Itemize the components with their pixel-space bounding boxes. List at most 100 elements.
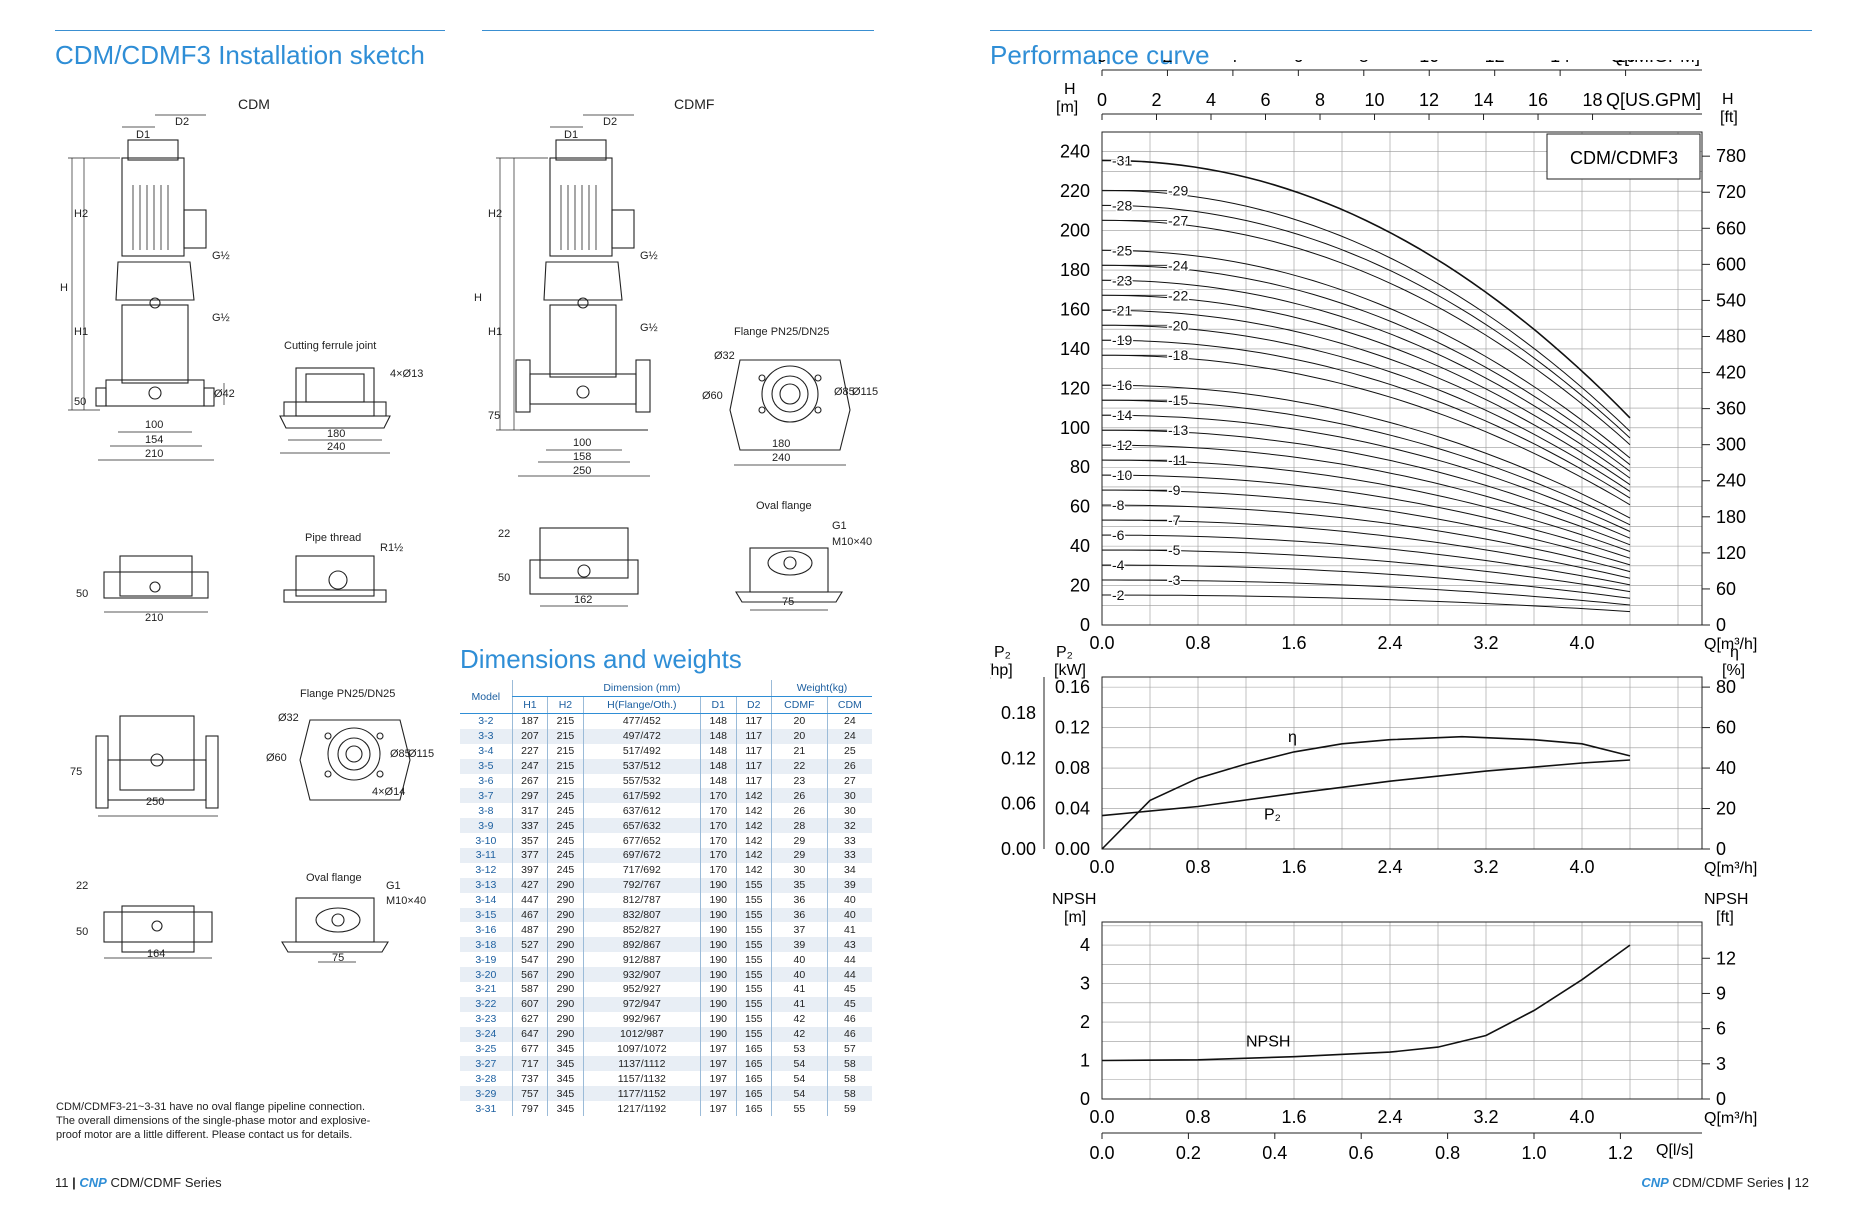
npsh-y-tick: 0 <box>1080 1089 1090 1109</box>
pe-hp-unit: [hp] <box>990 662 1013 679</box>
top-us-tick: 6 <box>1261 90 1271 110</box>
table-cell: 677/652 <box>582 833 701 849</box>
cdm-label: CDM <box>238 96 270 112</box>
cdmf-flange-top-view <box>729 359 851 466</box>
npsh-y-tick: 4 <box>1080 935 1090 955</box>
table-cell: 20 <box>771 728 828 744</box>
table-cell: 117 <box>735 728 772 744</box>
table-cell: 27 <box>826 773 872 789</box>
table-cell: 290 <box>547 922 584 938</box>
head-curve-label: -19 <box>1112 332 1132 348</box>
table-cell: 215 <box>547 743 584 759</box>
table-cell: 345 <box>547 1041 584 1057</box>
table-cell: 36 <box>771 892 828 908</box>
model-cell: 3-16 <box>475 923 497 936</box>
table-cell: 345 <box>547 1086 584 1102</box>
table-cell: 155 <box>735 937 772 953</box>
cdm-h2-label: H2 <box>74 208 89 220</box>
table-cell: 587 <box>511 982 548 997</box>
table-cell: 467 <box>511 907 548 923</box>
head-curve-label: -12 <box>1112 437 1132 453</box>
head-curve-stage <box>1102 549 1631 593</box>
table-cell: 34 <box>826 862 872 878</box>
table-cell: 117 <box>735 773 772 789</box>
table-cell: 57 <box>826 1041 872 1057</box>
table-cell: 427 <box>511 877 548 893</box>
table-cell: 35 <box>771 877 828 893</box>
table-cell: 290 <box>547 1011 584 1027</box>
head-yr-tick: 120 <box>1716 543 1746 563</box>
model-cell: 3-9 <box>460 818 513 834</box>
table-cell: 40 <box>771 967 828 983</box>
pipe-thread-r-label: R1½ <box>380 542 404 554</box>
head-yr-tick: 480 <box>1716 326 1746 346</box>
head-yr-tick: 300 <box>1716 435 1746 455</box>
pe-x-tick: 1.6 <box>1281 857 1306 877</box>
table-cell: 45 <box>826 982 872 997</box>
head-curve-stage <box>1102 489 1631 566</box>
table-cell: 165 <box>735 1071 772 1087</box>
npsh-y-tick: 3 <box>1080 974 1090 994</box>
model-cell: 3-19 <box>475 953 497 966</box>
head-curve-label: -29 <box>1168 182 1188 198</box>
table-cell: 165 <box>735 1101 772 1117</box>
th-cdm: CDM <box>826 696 872 714</box>
performance-curve-title: Performance curve <box>990 40 1210 70</box>
head-y-tick: 120 <box>1060 378 1090 398</box>
head-curve-label: -15 <box>1168 392 1188 408</box>
cdmf-oval-base-view <box>529 527 639 607</box>
cdmf-oval-m10-label: M10×40 <box>832 536 873 548</box>
table-cell: 397 <box>511 862 548 878</box>
footer-left: 11 | CNP CDM/CDMF Series <box>55 1175 222 1190</box>
cdmf-158-label: 158 <box>573 451 592 463</box>
cdmf-flange-240-label: 240 <box>772 452 791 464</box>
model-cell: 3-31 <box>475 1102 497 1115</box>
ferrule-bolt-label: 4×Ø13 <box>390 368 424 380</box>
note-line: proof motor are a little different. Plea… <box>56 1129 353 1141</box>
cdm-50-label: 50 <box>74 396 87 408</box>
table-cell: 912/887 <box>582 952 701 968</box>
head-curve-label: -24 <box>1168 257 1188 273</box>
table-cell: 1157/1132 <box>582 1071 701 1087</box>
table-cell: 155 <box>735 922 772 938</box>
npsh-ylabel-right-unit: [ft] <box>1716 909 1734 926</box>
npsh-curve-label: NPSH <box>1246 1034 1290 1051</box>
top-us-label: Q[US.GPM] <box>1606 90 1701 110</box>
note: CDM/CDMF3-21~3-31 have no oval flange pi… <box>56 1100 370 1142</box>
cdm-flange-bolt-label: 4×Ø14 <box>372 786 406 798</box>
head-curve-stage <box>1102 534 1631 586</box>
eta-curve-label: η <box>1288 729 1297 746</box>
npsh-ls-label: Q[l/s] <box>1656 1142 1693 1159</box>
model-cell: 3-27 <box>460 1056 513 1072</box>
cdmf-d1-label: D1 <box>564 129 579 141</box>
table-cell: 155 <box>735 907 772 923</box>
head-x-tick: 0.0 <box>1089 633 1114 653</box>
top-us-tick: 4 <box>1206 90 1216 110</box>
table-cell: 142 <box>735 818 772 834</box>
head-curve-stage <box>1102 564 1631 599</box>
table-cell: 24 <box>826 713 872 729</box>
note-line: The overall dimensions of the single-pha… <box>56 1115 371 1127</box>
table-cell: 54 <box>771 1056 828 1072</box>
npsh-ls-tick: 1.0 <box>1521 1143 1546 1163</box>
top-im-tick: 4 <box>1228 60 1238 66</box>
cdm-100-label: 100 <box>145 419 164 431</box>
table-cell: 58 <box>826 1086 872 1102</box>
table-cell: 155 <box>735 996 772 1012</box>
pe-x-tick: 0.8 <box>1185 857 1210 877</box>
footer-page-right: 12 <box>1794 1175 1809 1190</box>
table-cell: 142 <box>735 788 772 804</box>
table-cell: 290 <box>547 907 584 923</box>
head-y-tick: 180 <box>1060 260 1090 280</box>
table-cell: 1012/987 <box>582 1026 701 1042</box>
